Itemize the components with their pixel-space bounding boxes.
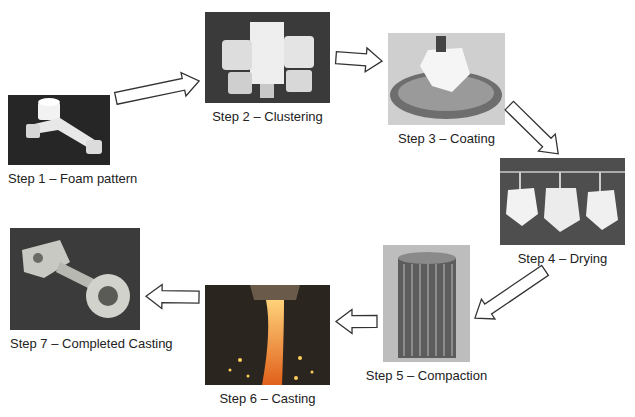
step-node: Step 6 – Casting [205, 285, 330, 407]
step-node: Step 3 – Coating [388, 33, 505, 147]
step-node: Step 7 – Completed Casting [10, 228, 140, 352]
caption-row: Step 1 – Foam pattern [8, 171, 110, 187]
block-arrow [475, 265, 548, 319]
coating-photo [388, 33, 505, 125]
block-arrow [505, 101, 558, 153]
step-node: Step 2 – Clustering [205, 12, 330, 125]
photo-frame [205, 12, 330, 103]
caption-row: Step 4 – Drying [500, 251, 625, 267]
photo-frame [383, 245, 470, 362]
photo-frame [205, 285, 330, 385]
block-arrow [336, 48, 382, 72]
block-arrow [115, 73, 199, 105]
block-arrow [336, 310, 377, 334]
block-arrow [146, 285, 199, 309]
step-node: Step 5 – Compaction [383, 245, 470, 384]
caption-row: Step 5 – Compaction [383, 368, 470, 384]
step-caption: Step 2 – Clustering [212, 109, 323, 125]
casting-photo [205, 285, 330, 385]
completed-casting-photo [10, 228, 140, 330]
foam-pattern-photo [8, 95, 110, 165]
caption-row: Step 3 – Coating [388, 131, 505, 147]
step-caption: Step 3 – Coating [398, 131, 495, 147]
compaction-photo [383, 245, 470, 362]
drying-photo [500, 158, 625, 245]
photo-frame [8, 95, 110, 165]
step-node: Step 4 – Drying [500, 158, 625, 267]
photo-frame [10, 228, 140, 330]
step-caption: Step 4 – Drying [518, 251, 608, 267]
step-caption: Step 5 – Compaction [366, 368, 487, 384]
step-caption: Step 6 – Casting [219, 391, 315, 407]
caption-row: Step 6 – Casting [205, 391, 330, 407]
photo-frame [500, 158, 625, 245]
caption-row: Step 2 – Clustering [205, 109, 330, 125]
caption-row: Step 7 – Completed Casting [10, 336, 140, 352]
step-caption: Step 1 – Foam pattern [8, 171, 137, 187]
photo-frame [388, 33, 505, 125]
step-node: Step 1 – Foam pattern [8, 95, 110, 187]
step-caption: Step 7 – Completed Casting [10, 336, 173, 352]
cluster-photo [205, 12, 330, 103]
